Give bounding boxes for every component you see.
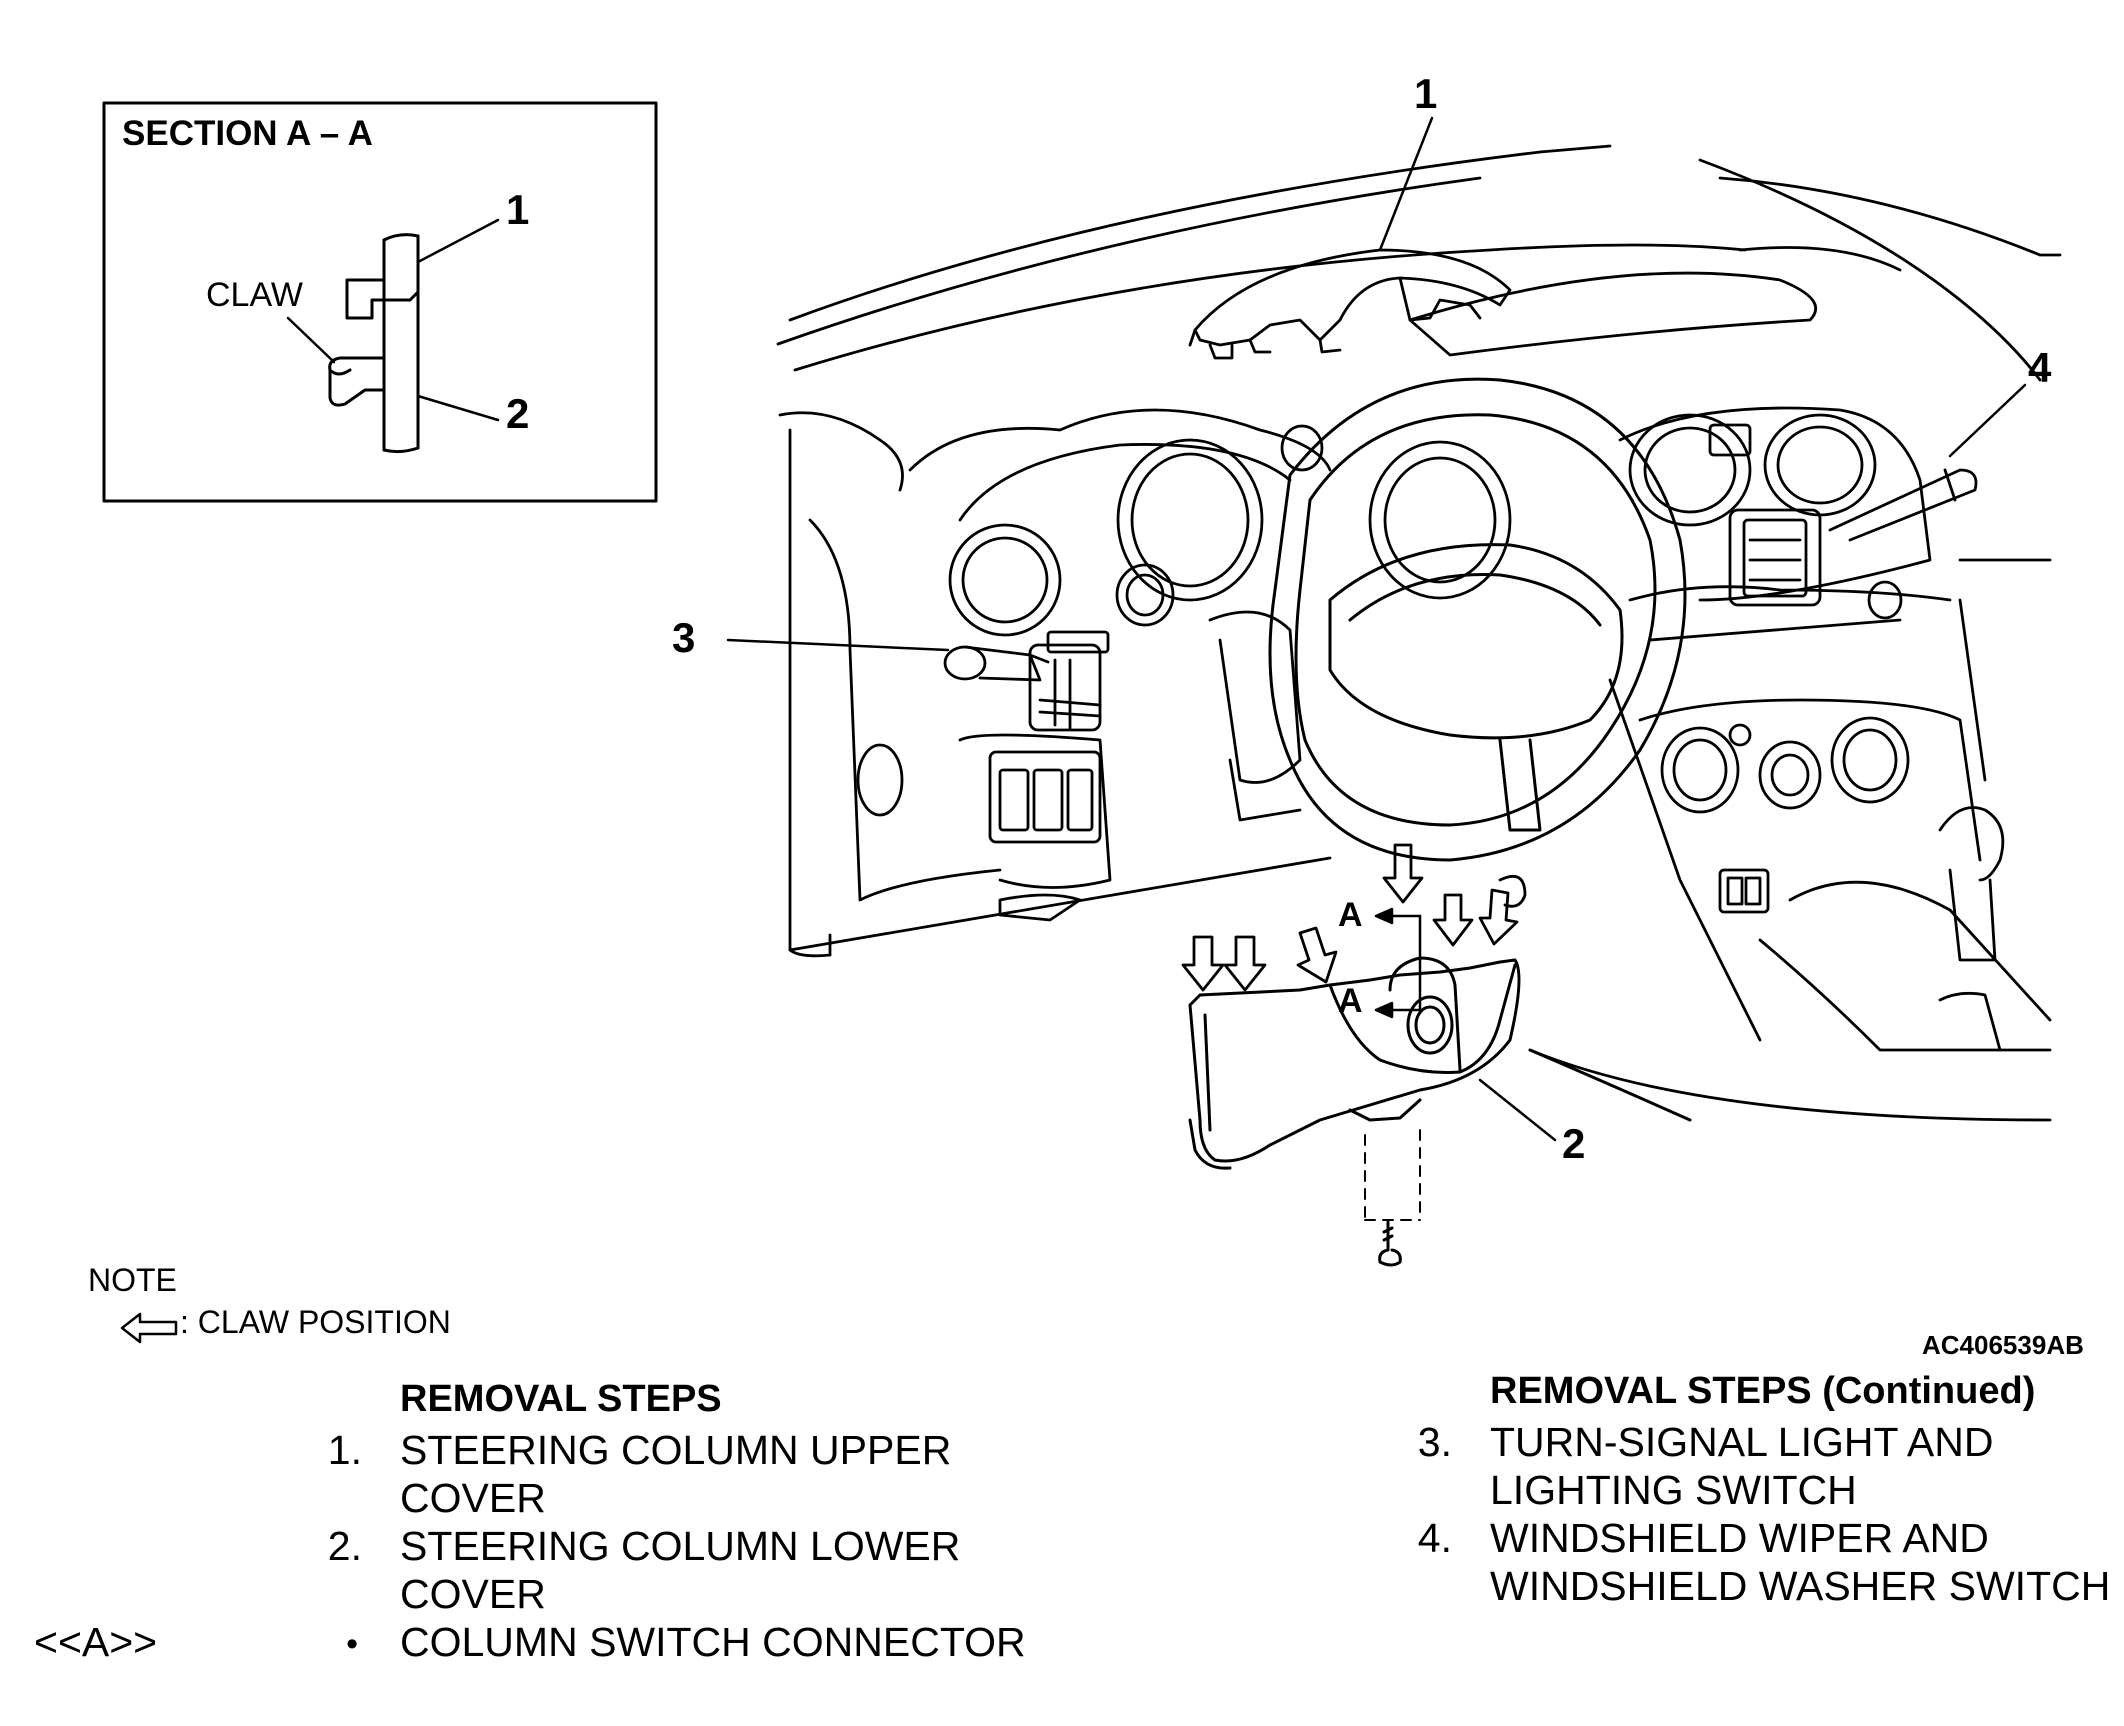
step-3-line-2: LIGHTING SWITCH (1490, 1467, 1857, 1513)
step-marker-a: <<A>> (34, 1619, 158, 1665)
step-4-line-1: WINDSHIELD WIPER AND (1490, 1515, 1989, 1561)
callout-2: 2 (1562, 1120, 1586, 1167)
claw-label: CLAW (206, 276, 303, 314)
section-line-a-a (1374, 907, 1422, 1019)
callout-3: 3 (672, 614, 696, 661)
step-1-line-1: STEERING COLUMN UPPER (400, 1427, 952, 1473)
section-mark-a-lower: A (1338, 982, 1363, 1020)
step-4-number: 4. (1417, 1515, 1452, 1561)
removal-steps-heading: REMOVAL STEPS (400, 1378, 722, 1420)
callout-leaders (726, 116, 2027, 1142)
step-4-line-2: WINDSHIELD WASHER SWITCH (1490, 1563, 2111, 1609)
step-1-number: 1. (327, 1427, 362, 1473)
wiper-switch-part-4 (1728, 468, 1978, 607)
step-2-line-2: COVER (400, 1571, 546, 1617)
step-3-number: 3. (1417, 1419, 1452, 1465)
section-callout-1: 1 (506, 186, 530, 233)
upper-cover-part-1 (1188, 248, 1512, 360)
section-a-a-inset (102, 101, 658, 503)
callout-1: 1 (1414, 70, 1438, 117)
hollow-arrow-left-icon (120, 1312, 178, 1344)
lower-cover-part-2 (1188, 956, 1692, 1267)
step-1-line-2: COVER (400, 1475, 546, 1521)
steering-wheel (1268, 377, 1687, 862)
step-bullet: • (346, 1625, 358, 1663)
removal-steps-continued-heading: REMOVAL STEPS (Continued) (1490, 1370, 2036, 1412)
note-legend-text: : CLAW POSITION (180, 1304, 451, 1340)
step-bullet-line-1: COLUMN SWITCH CONNECTOR (400, 1619, 1026, 1665)
section-callout-2: 2 (506, 390, 530, 437)
step-2-number: 2. (327, 1523, 362, 1569)
section-title: SECTION A – A (122, 114, 373, 153)
note-title: NOTE (88, 1262, 177, 1298)
lighting-switch-part-3 (943, 630, 1110, 732)
dashboard-scene (776, 144, 2062, 1122)
figure-code: AC406539AB (1922, 1330, 2084, 1360)
step-2-line-1: STEERING COLUMN LOWER (400, 1523, 961, 1569)
callout-4: 4 (2028, 344, 2052, 391)
step-3-line-1: TURN-SIGNAL LIGHT AND (1490, 1419, 1994, 1465)
section-mark-a-upper: A (1338, 896, 1363, 934)
claw-position-arrows (1181, 843, 1527, 992)
